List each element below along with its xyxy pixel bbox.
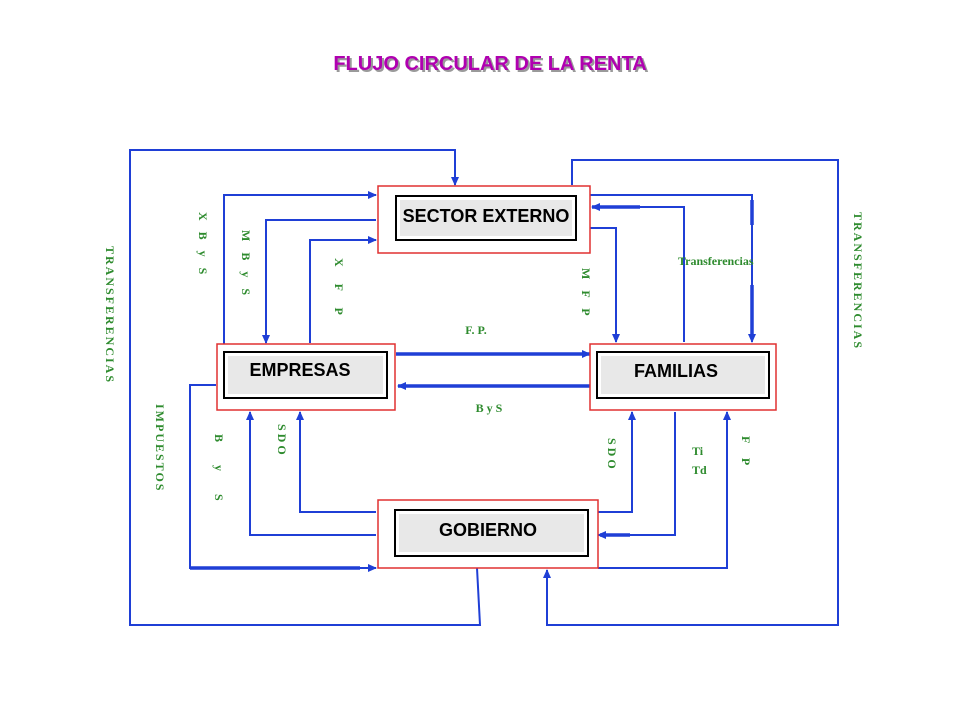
flow-transferencias (590, 194, 756, 343)
flow-ti-td-to-gobierno (597, 412, 676, 539)
label-bys-middle: B y S (476, 401, 503, 415)
node-gobierno: GOBIERNO (377, 499, 599, 569)
label-sdo-left: SDO (275, 424, 289, 458)
node-gobierno-label: GOBIERNO (439, 520, 537, 540)
label-ti: Ti (692, 444, 704, 458)
label-transferencias-right: TRANSFERENCIAS (851, 212, 865, 350)
label-transferencias-horizontal: Transferencias (678, 254, 754, 268)
node-empresas-label: EMPRESAS (249, 360, 350, 380)
label-m-fp: M F P (579, 268, 593, 320)
flow-gobierno-bys-to-empresas (246, 411, 376, 536)
flow-gobierno-to-sector-externo (129, 149, 482, 626)
node-sector-externo: SECTOR EXTERNO (377, 185, 591, 254)
flow-sector-externo-to-gobierno (543, 159, 839, 626)
label-bys-left-lower: B y S (212, 434, 226, 511)
label-x-bys: X B y S (196, 212, 210, 278)
node-familias-label: FAMILIAS (634, 361, 718, 381)
label-fp-top: F. P. (465, 323, 486, 337)
flow-exports-fp (309, 236, 377, 343)
node-empresas: EMPRESAS (216, 343, 396, 411)
label-x-fp: X F P (332, 258, 346, 322)
flow-sdo-to-empresas (296, 411, 376, 513)
label-sdo-right: SDO (605, 438, 619, 472)
label-m-bys: M B y S (239, 230, 253, 299)
label-fp-right-lower: F P (739, 436, 753, 471)
label-impuestos: IMPUESTOS (153, 404, 167, 492)
flow-imports-fp (590, 227, 620, 343)
label-td: Td (692, 463, 707, 477)
flow-sdo-to-familias (598, 411, 636, 513)
flow-fp-to-familias (598, 411, 731, 569)
node-sector-externo-label: SECTOR EXTERNO (403, 206, 570, 226)
diagram-title: FLUJO CIRCULAR DE LA RENTA (333, 53, 646, 75)
flow-imports-bys (262, 219, 376, 344)
label-transferencias-left: TRANSFERENCIAS (103, 246, 117, 384)
node-familias: FAMILIAS (589, 343, 777, 411)
flow-exports-bys (223, 191, 377, 345)
title-shadow: FLUJO CIRCULAR DE LA RENTA (335, 55, 648, 77)
